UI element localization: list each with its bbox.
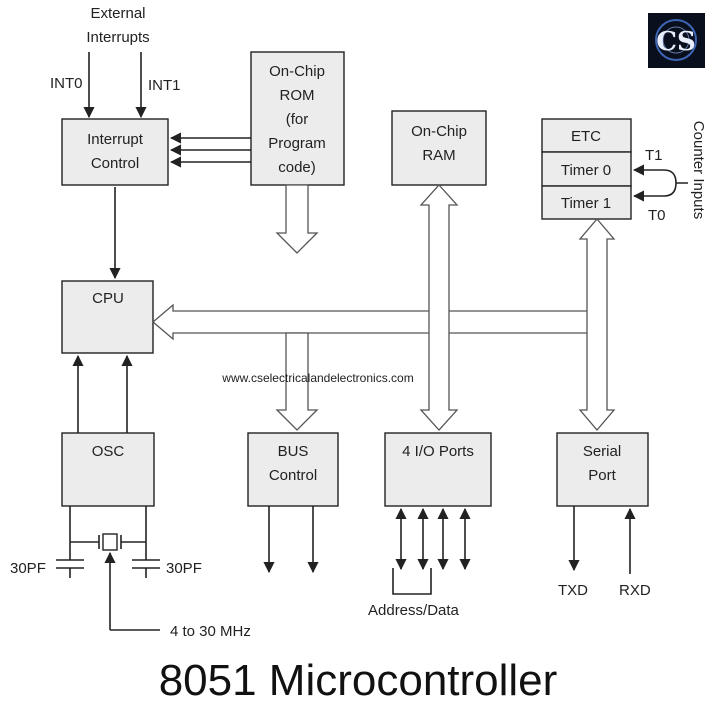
timer1-label: Timer 1 [561, 195, 611, 212]
io-ports-block [384, 432, 492, 507]
int0-label: INT0 [50, 75, 83, 92]
cs-logo-icon: CS [648, 13, 705, 68]
bus-control-block [247, 432, 339, 507]
counter-inputs-brace [663, 169, 688, 197]
logo-letters: CS [656, 27, 695, 57]
txd-label: TXD [558, 582, 588, 599]
interrupt-control-block [61, 118, 169, 186]
interrupt-control-label-line1: Interrupt [87, 131, 144, 148]
etc-block [541, 118, 632, 153]
cpu-block [61, 280, 154, 354]
serial-port-block [556, 432, 649, 507]
t1-label: T1 [645, 147, 663, 164]
external-interrupts-label-line1: External [90, 5, 145, 22]
rom-label-line1: On-Chip [269, 63, 325, 80]
int1-label: INT1 [148, 77, 181, 94]
cap-left-label: 30PF [10, 560, 46, 577]
timer0-block [541, 151, 632, 187]
website-watermark: www.cselectricalandelectronics.com [221, 371, 413, 385]
osc-block [61, 432, 155, 507]
rom-label-line2: ROM [280, 87, 315, 104]
io-ports-label: 4 I/O Ports [402, 443, 474, 460]
cap-right-label: 30PF [166, 560, 202, 577]
rom-label-line5: code) [278, 159, 316, 176]
etc-label: ETC [571, 128, 601, 145]
rxd-label: RXD [619, 582, 651, 599]
bus-control-input-arrow [275, 332, 319, 431]
timer-serial-bus [578, 217, 616, 432]
main-horizontal-bus [151, 303, 599, 341]
timer0-label: Timer 0 [561, 162, 611, 179]
rom-label-line3: (for [286, 111, 309, 128]
rom-output-bus-arrow [275, 184, 319, 254]
counter-inputs-label: Counter Inputs [690, 121, 707, 219]
on-chip-rom-block [250, 51, 345, 186]
bus-control-label-line2: Control [269, 467, 317, 484]
ram-label-line2: RAM [422, 147, 455, 164]
crystal-freq-label: 4 to 30 MHz [170, 623, 251, 640]
external-interrupts-label-line2: Interrupts [86, 29, 149, 46]
timer1-block [541, 185, 632, 220]
rom-label-line4: Program [268, 135, 326, 152]
t0-label: T0 [648, 207, 666, 224]
ram-io-bus [419, 184, 459, 431]
serial-port-label-line1: Serial [583, 443, 621, 460]
address-data-label: Address/Data [368, 602, 460, 619]
osc-label: OSC [92, 443, 125, 460]
interrupt-control-label-line2: Control [91, 155, 139, 172]
bus-control-label-line1: BUS [278, 443, 309, 460]
address-data-bracket [392, 568, 432, 595]
serial-port-label-line2: Port [588, 467, 616, 484]
crystal-circuit [56, 506, 160, 631]
diagram-title: 8051 Microcontroller [159, 656, 558, 705]
cpu-label: CPU [92, 290, 124, 307]
ram-label-line1: On-Chip [411, 123, 467, 140]
